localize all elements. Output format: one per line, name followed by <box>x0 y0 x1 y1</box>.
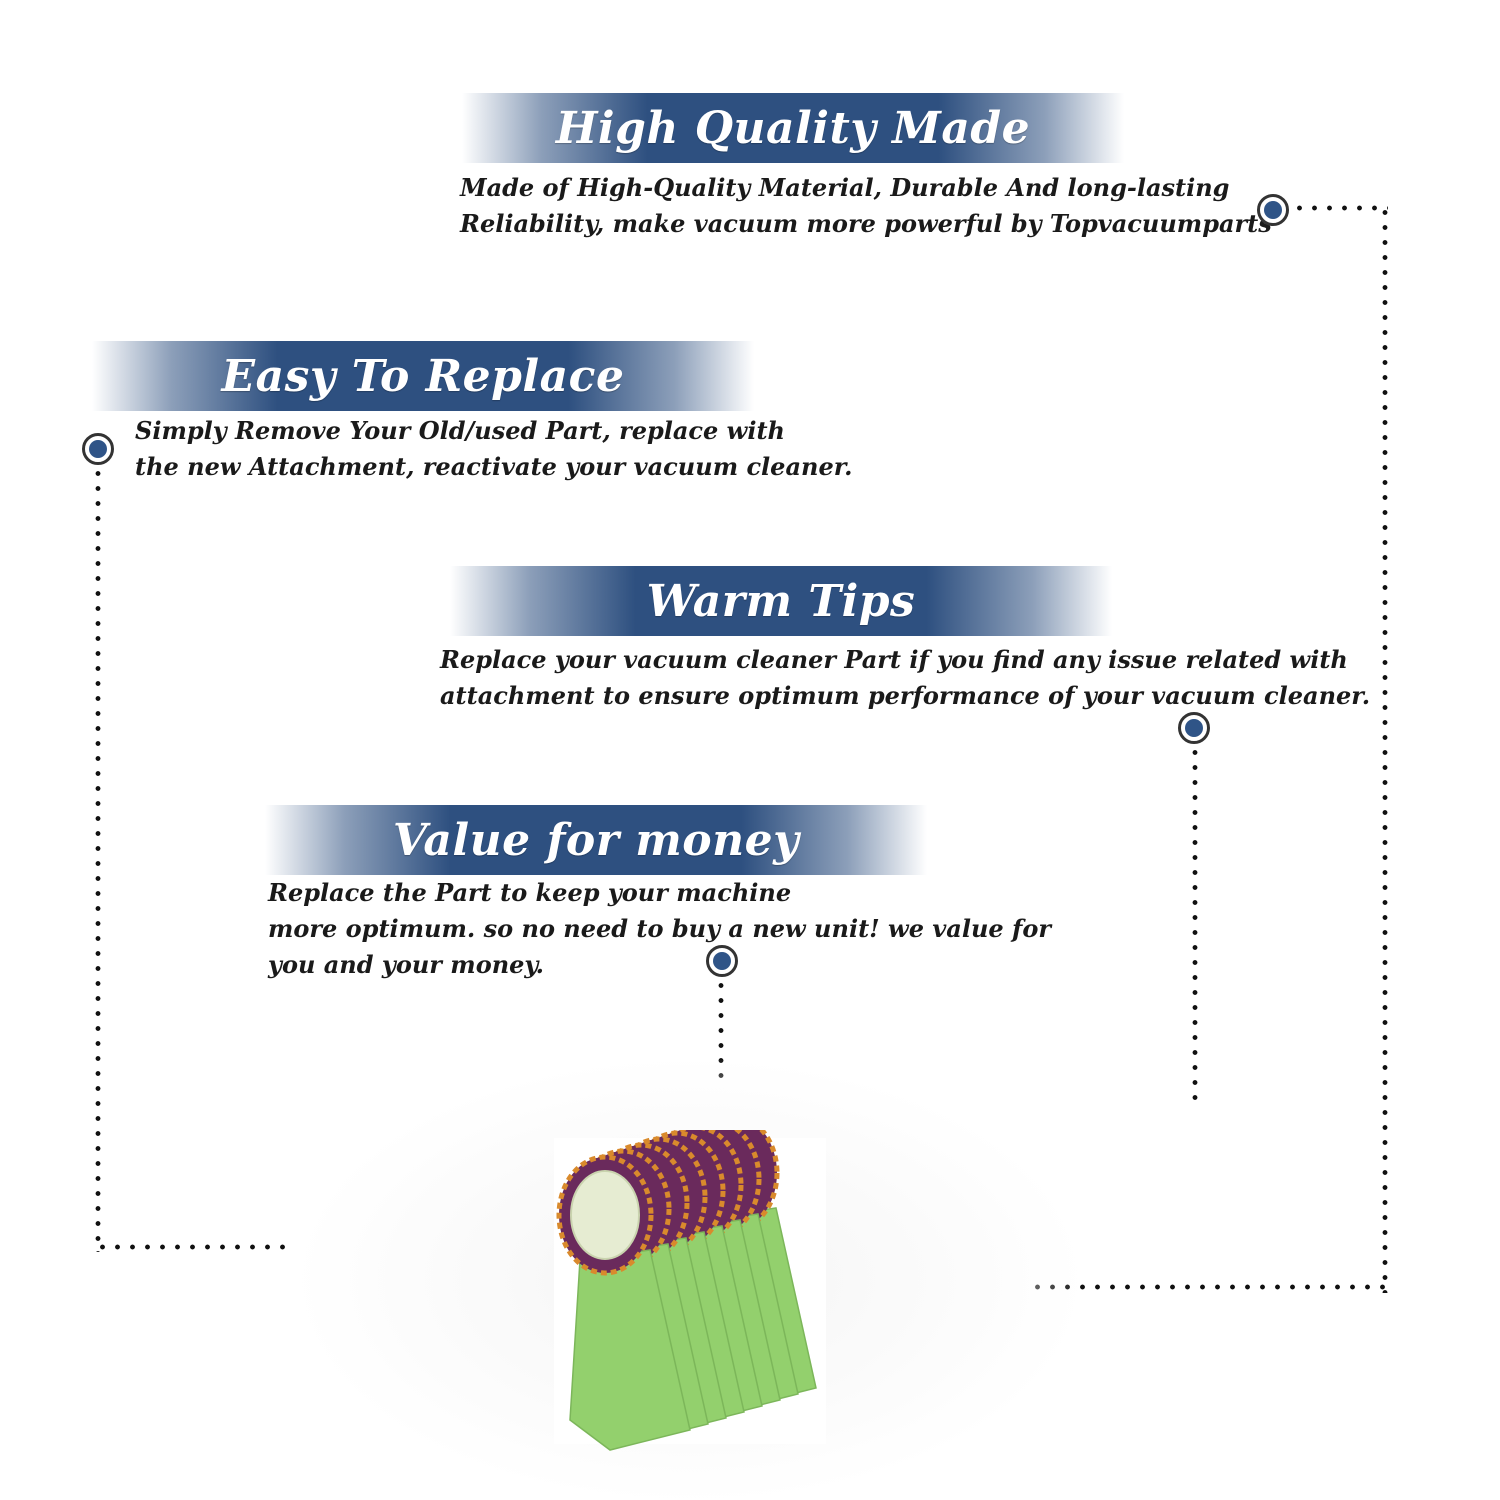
description-line: Made of High-Quality Material, Durable A… <box>460 173 1230 202</box>
feature-title-warm-tips: Warm Tips <box>450 566 1112 636</box>
feature-description-value-for-money: Replace the Part to keep your machine mo… <box>268 875 1051 983</box>
description-line: the new Attachment, reactivate your vacu… <box>135 452 853 481</box>
vacuum-bag <box>556 1154 691 1451</box>
description-line: Replace the Part to keep your machine <box>268 878 792 907</box>
feature-description-easy-replace: Simply Remove Your Old/used Part, replac… <box>135 413 853 485</box>
dotted-connector <box>1192 745 1198 1110</box>
feature-title-text: Value for money <box>392 814 800 866</box>
dotted-connector <box>1292 205 1388 211</box>
bag-filter-opening <box>570 1170 640 1260</box>
dotted-connector <box>718 978 724 1078</box>
feature-title-high-quality: High Quality Made <box>462 93 1124 163</box>
dotted-connector <box>95 466 101 1252</box>
description-line: Reliability, make vacuum more powerful b… <box>460 209 1272 238</box>
feature-description-high-quality: Made of High-Quality Material, Durable A… <box>460 170 1272 242</box>
connector-marker-icon <box>1257 194 1289 226</box>
connector-marker-icon <box>82 433 114 465</box>
feature-title-easy-replace: Easy To Replace <box>92 341 754 411</box>
description-line: more optimum. so no need to buy a new un… <box>268 914 1051 943</box>
dotted-connector <box>1382 205 1388 1293</box>
description-line: Replace your vacuum cleaner Part if you … <box>440 645 1348 674</box>
vacuum-bag-stack-icon <box>554 1130 826 1451</box>
feature-title-text: Easy To Replace <box>221 350 625 402</box>
description-line: you and your money. <box>268 950 544 979</box>
dotted-connector <box>1030 1284 1388 1290</box>
feature-title-value-for-money: Value for money <box>265 805 927 875</box>
connector-marker-icon <box>1178 712 1210 744</box>
feature-description-warm-tips: Replace your vacuum cleaner Part if you … <box>440 642 1370 714</box>
dotted-connector <box>95 1244 295 1250</box>
feature-title-text: Warm Tips <box>646 575 916 627</box>
vacuum-bag-stack <box>556 1130 817 1451</box>
feature-title-text: High Quality Made <box>555 102 1031 154</box>
description-line: Simply Remove Your Old/used Part, replac… <box>135 416 785 445</box>
description-line: attachment to ensure optimum performance… <box>440 681 1371 710</box>
connector-marker-icon <box>706 945 738 977</box>
